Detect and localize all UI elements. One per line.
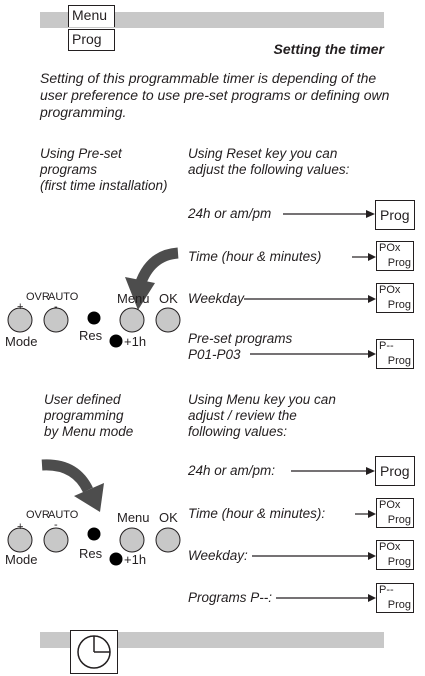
plus-mode-button: [7, 527, 33, 553]
display-p-prog: P--Prog: [376, 583, 414, 613]
ovr-label: OVR: [26, 509, 50, 521]
preset-heading-line-1: Using Pre-set: [40, 146, 122, 161]
reset-heading-line-1: Using Reset key you can: [188, 146, 338, 161]
user-heading-line-2: programming: [44, 408, 124, 423]
preset-row-label: Weekday: [188, 291, 245, 306]
footer-band: [40, 632, 384, 648]
preset-heading-line-3: (first time installation): [40, 178, 168, 193]
ok-key-label: OK: [159, 291, 178, 306]
minus-label: -: [54, 519, 58, 531]
res-button: [87, 311, 101, 325]
plus-label: +: [17, 301, 24, 313]
curved-arrow-head-icon: [125, 277, 155, 310]
curved-arrow-icon: [134, 247, 179, 287]
mode-label: Mode: [5, 334, 38, 349]
res-button: [87, 527, 101, 541]
prog-label-box: Prog: [68, 29, 115, 51]
auto-label: AUTO: [48, 291, 79, 303]
minus-label: -: [54, 301, 58, 313]
curved-arrow-head-icon: [74, 483, 104, 512]
user-heading-line-1: User defined: [44, 392, 121, 407]
preset-row-label: Time (hour & minutes): [188, 249, 322, 264]
menu-key-label: Menu: [117, 510, 150, 525]
user-heading-line-3: by Menu mode: [44, 424, 134, 439]
page-title: Setting the timer: [273, 41, 384, 57]
display-prog: Prog: [375, 456, 415, 486]
auto-label: AUTO: [48, 509, 79, 521]
plus1h-label: +1h: [124, 552, 147, 567]
preset-row-label-line-1: Pre-set programs: [188, 331, 293, 346]
display-p-prog: P--Prog: [376, 339, 414, 369]
preset-row-label-line-2: P01-P03: [188, 347, 241, 362]
intro-paragraph: Setting of this programmable timer is de…: [40, 70, 390, 120]
user-row-label: 24h or am/pm:: [188, 463, 276, 478]
plus-label: +: [17, 521, 24, 533]
header-band: [40, 12, 384, 28]
display-prog: Prog: [375, 200, 415, 230]
minus-button: [43, 527, 69, 553]
res-label: Res: [79, 328, 103, 343]
plus1h-button: [109, 334, 123, 348]
preset-heading-line-2: programs: [40, 162, 98, 177]
menu-label-box: Menu: [68, 5, 115, 27]
curved-arrow-icon: [41, 459, 93, 493]
ok-button: [155, 527, 181, 553]
menu-button: [119, 307, 145, 333]
mode-label: Mode: [5, 552, 38, 567]
menu-heading-line-1: Using Menu key you can: [188, 392, 336, 407]
plus1h-label: +1h: [124, 334, 147, 349]
menu-button: [119, 527, 145, 553]
ok-button: [155, 307, 181, 333]
preset-row-label: 24h or am/pm: [188, 206, 272, 221]
menu-key-label: Menu: [117, 291, 150, 306]
minus-button: [43, 307, 69, 333]
plus-mode-button: [7, 307, 33, 333]
ok-key-label: OK: [159, 510, 178, 525]
ovr-label: OVR: [26, 291, 50, 303]
menu-heading-line-2: adjust / review the: [188, 408, 297, 423]
plus1h-button: [109, 552, 123, 566]
clock-icon: [70, 630, 118, 674]
user-row-label: Weekday:: [188, 548, 248, 563]
user-row-label: Programs P--:: [188, 590, 273, 605]
reset-heading-line-2: adjust the following values:: [188, 162, 350, 177]
res-label: Res: [79, 546, 103, 561]
menu-heading-line-3: following values:: [188, 424, 288, 439]
user-row-label: Time (hour & minutes):: [188, 506, 326, 521]
